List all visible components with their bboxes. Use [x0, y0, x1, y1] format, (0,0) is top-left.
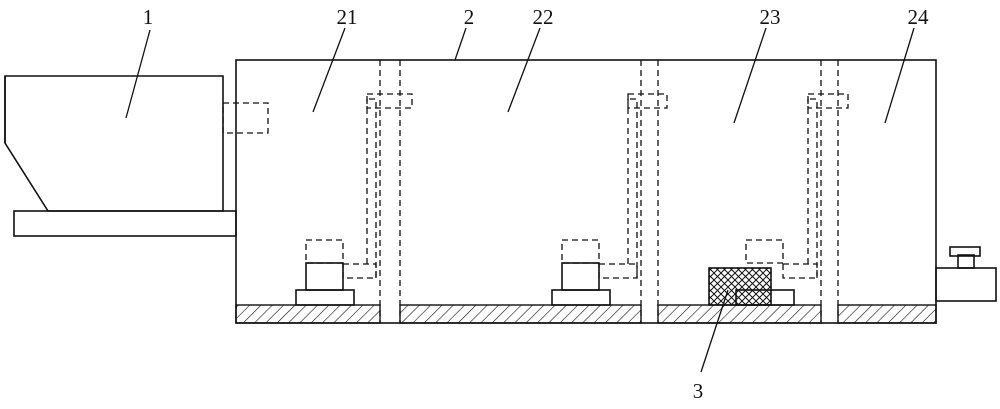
hopper-outlet [222, 102, 269, 134]
partition-2 [640, 60, 659, 323]
label-chamber-23: 23 [760, 5, 781, 29]
label-chamber-24: 24 [908, 5, 930, 29]
leader-22 [507, 27, 541, 113]
pump-assembly-2 [551, 93, 668, 306]
partition-3 [820, 60, 839, 323]
pump-assembly-1 [295, 93, 413, 306]
label-chamber-21: 21 [337, 5, 358, 29]
label-chamber-22: 22 [533, 5, 554, 29]
hopper [4, 75, 224, 212]
leader-21 [312, 27, 346, 113]
outlet-valve [935, 246, 997, 302]
partition-1 [379, 60, 401, 323]
leader-23 [733, 27, 767, 124]
tank-base [235, 304, 937, 324]
label-tank: 2 [464, 5, 475, 29]
label-block: 3 [693, 379, 704, 403]
leader-2 [454, 27, 467, 61]
support-plate [13, 210, 237, 237]
leader-1 [125, 29, 151, 119]
label-hopper: 1 [143, 5, 154, 29]
tank-body [235, 59, 937, 324]
leader-24 [884, 27, 915, 124]
cross-hatched-block [708, 267, 772, 306]
leader-3 [700, 289, 729, 373]
